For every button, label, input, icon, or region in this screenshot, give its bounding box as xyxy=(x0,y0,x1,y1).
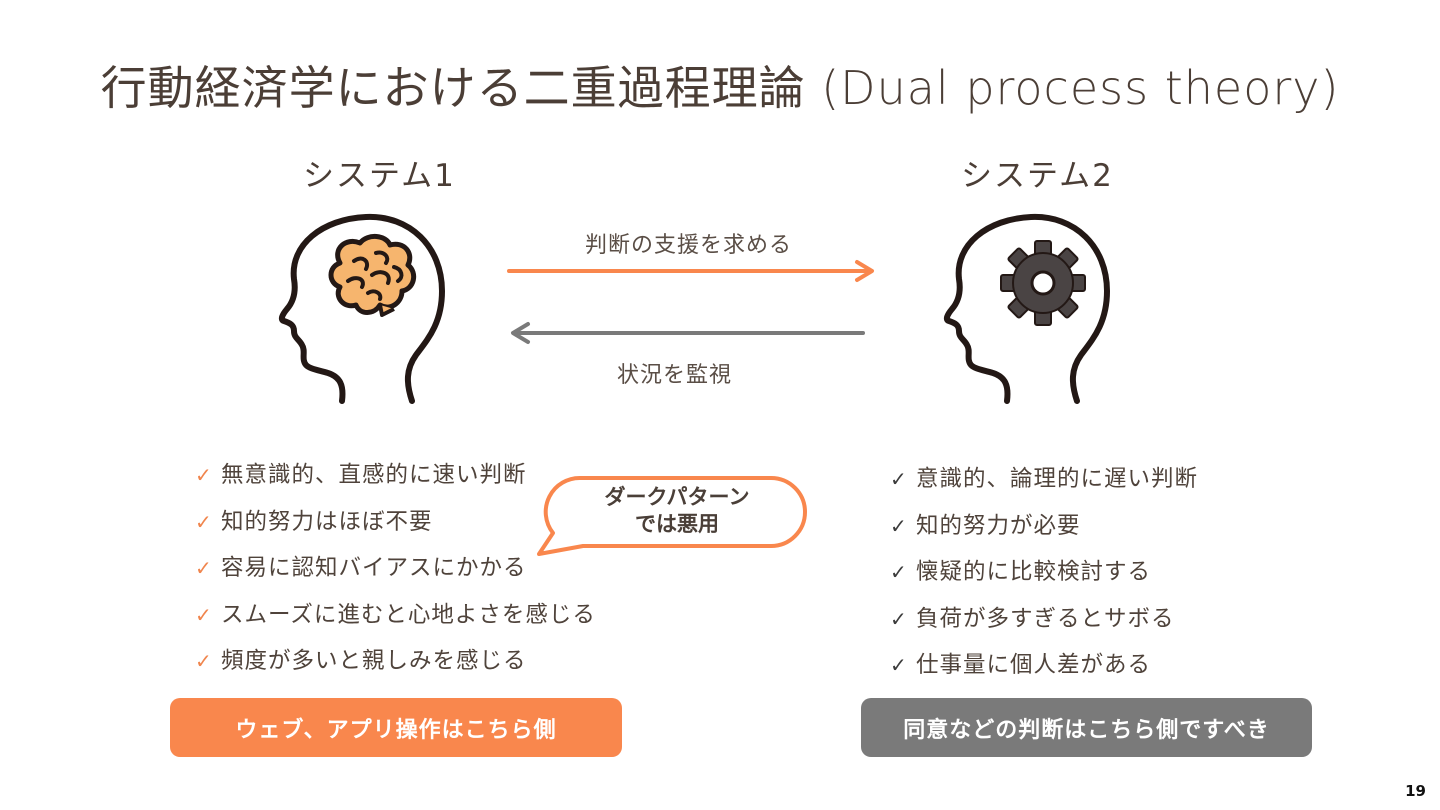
check-icon: ✓ xyxy=(195,509,213,534)
system1-summary-badge: ウェブ、アプリ操作はこちら側 xyxy=(170,698,622,757)
system2-label: システム2 xyxy=(961,158,1114,194)
system1-label: システム1 xyxy=(303,158,456,194)
page-number: 19 xyxy=(1405,782,1426,800)
forward-arrow-icon xyxy=(507,260,874,282)
backward-arrow-icon xyxy=(511,322,865,344)
check-icon: ✓ xyxy=(195,463,213,487)
system2-checklist: ✓意識的、論理的に遅い判断 ✓知的努力が必要 ✓懐疑的に比較検討する ✓負荷が多… xyxy=(890,464,1198,697)
head-brain-icon xyxy=(278,213,445,404)
check-icon: ✓ xyxy=(195,649,213,673)
list-item: ✓知的努力はほぼ不要 xyxy=(195,508,433,535)
list-item: ✓仕事量に個人差がある xyxy=(890,652,1152,678)
check-icon: ✓ xyxy=(890,653,908,677)
check-icon: ✓ xyxy=(890,467,908,491)
forward-arrow-label: 判断の支援を求める xyxy=(585,233,793,258)
list-item: ✓負荷が多すぎるとサボる xyxy=(890,605,1175,632)
list-item: ✓容易に認知バイアスにかかる xyxy=(195,555,527,581)
list-item: ✓意識的、論理的に遅い判断 xyxy=(890,466,1199,492)
backward-arrow-label: 状況を監視 xyxy=(617,363,733,388)
check-icon: ✓ xyxy=(890,513,908,538)
bubble-line-2: では悪用 xyxy=(635,512,719,536)
system1-checklist: ✓無意識的、直感的に速い判断 ✓知的努力はほぼ不要 ✓容易に認知バイアスにかかる… xyxy=(195,460,596,693)
speech-bubble-text: ダークパターン では悪用 xyxy=(556,484,798,538)
list-item: ✓懐疑的に比較検討する xyxy=(890,559,1152,585)
check-icon: ✓ xyxy=(890,560,908,584)
system2-summary-badge: 同意などの判断はこちら側ですべき xyxy=(861,698,1312,757)
head-gear-icon xyxy=(943,213,1110,404)
speech-bubble-icon xyxy=(537,475,807,556)
bubble-line-1: ダークパターン xyxy=(604,485,750,509)
list-item: ✓無意識的、直感的に速い判断 xyxy=(195,462,527,488)
list-item: ✓頻度が多いと親しみを感じる xyxy=(195,648,527,674)
page-title: 行動経済学における二重過程理論 (Dual process theory) xyxy=(100,61,1340,115)
list-item: ✓知的努力が必要 xyxy=(890,512,1081,539)
check-icon: ✓ xyxy=(195,602,213,627)
check-icon: ✓ xyxy=(890,606,908,631)
check-icon: ✓ xyxy=(195,556,213,580)
list-item: ✓スムーズに進むと心地よさを感じる xyxy=(195,601,596,628)
